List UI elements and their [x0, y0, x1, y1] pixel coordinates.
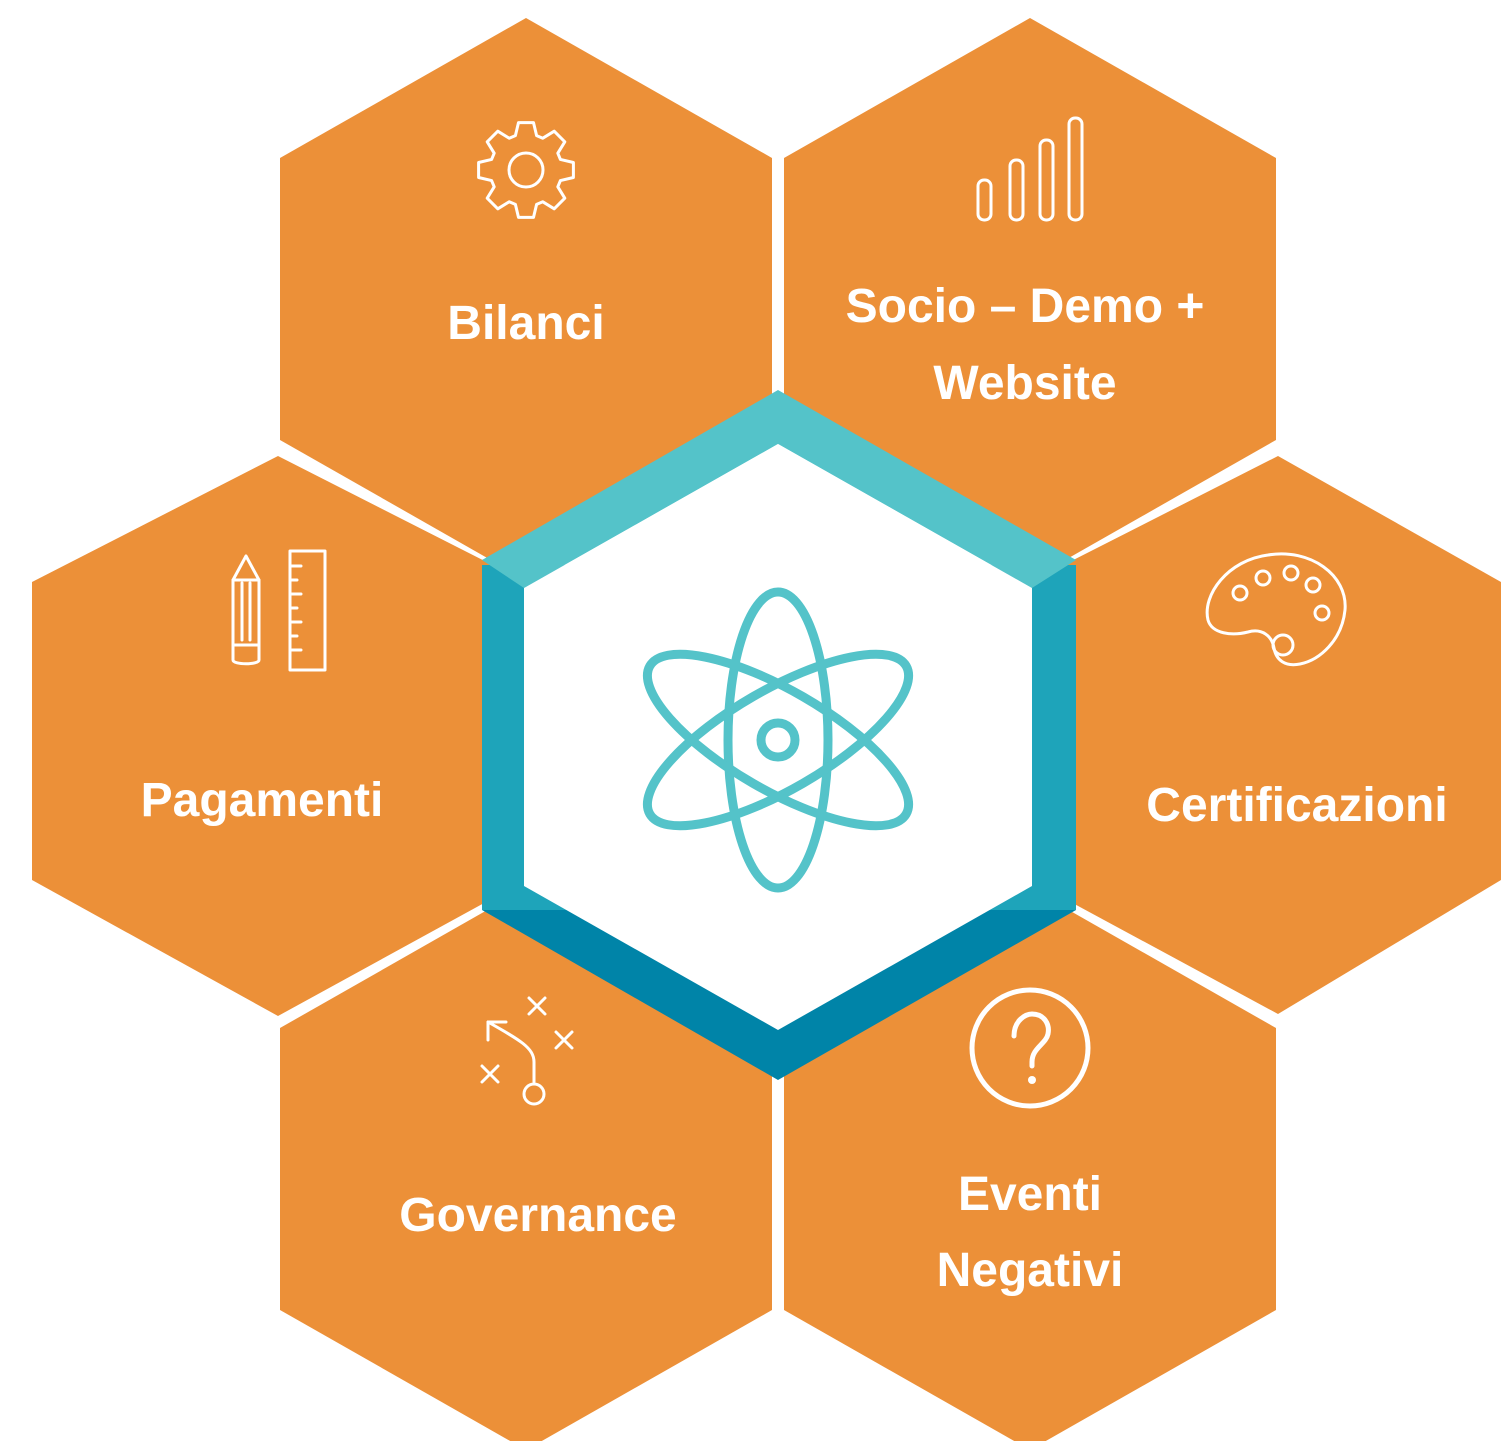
tile-certificazioni [1030, 456, 1501, 1014]
tile-bilanci-shape [280, 18, 772, 580]
pencil-ruler-icon [231, 549, 327, 672]
tile-socio-demo [784, 18, 1276, 580]
label-bilanci: Bilanci [447, 297, 604, 350]
tile-governance-shape [280, 888, 772, 1441]
question-circle-icon [969, 987, 1091, 1109]
label-socio-demo-line-2: Website [933, 357, 1116, 410]
center-hexagon [524, 444, 1032, 1030]
center-ring-top [482, 390, 1076, 588]
tile-eventi-negativi [784, 888, 1276, 1441]
label-certificazioni: Certificazioni [1146, 779, 1447, 832]
tile-eventi-negativi-shape [784, 888, 1276, 1441]
label-pagamenti: Pagamenti [141, 774, 384, 827]
tile-governance [280, 888, 772, 1441]
tile-pagamenti-shape [32, 456, 526, 1016]
atom-icon [642, 587, 914, 893]
label-eventi-line-1: Eventi [958, 1168, 1102, 1221]
strategy-icon [480, 996, 574, 1106]
gear-icon [477, 121, 575, 219]
tile-pagamenti [32, 456, 526, 1016]
palette-icon [1205, 552, 1347, 667]
label-governance: Governance [399, 1189, 676, 1242]
signal-bars-icon [976, 116, 1084, 222]
tile-certificazioni-shape [1030, 456, 1501, 1014]
tile-bilanci [280, 18, 772, 580]
tile-socio-demo-shape [784, 18, 1276, 580]
label-eventi-line-2: Negativi [937, 1244, 1124, 1297]
label-socio-demo-line-1: Socio – Demo + [846, 280, 1205, 333]
